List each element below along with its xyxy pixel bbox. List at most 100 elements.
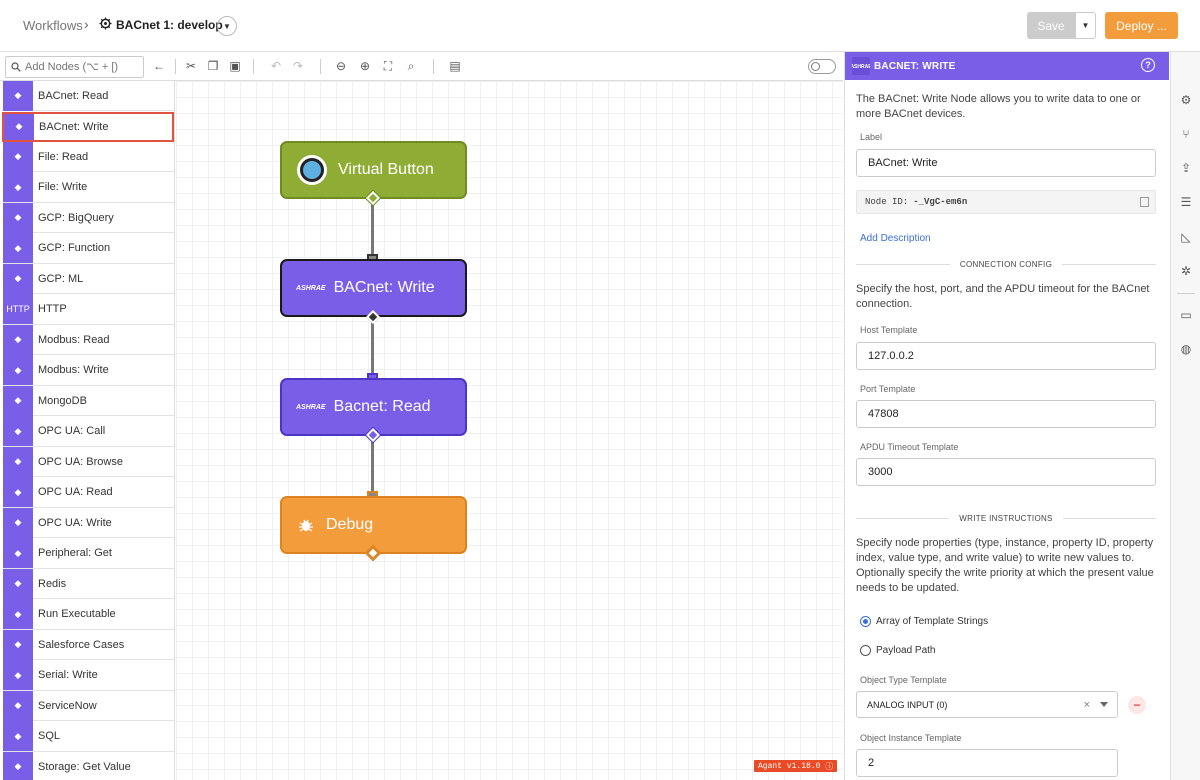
copy-icon[interactable] [1140,197,1149,207]
breadcrumb-workflows[interactable]: Workflows [23,18,83,33]
palette-item[interactable]: ◆Storage: Get Value [3,751,174,780]
palette-item[interactable]: ◆OPC UA: Read [3,477,174,508]
deploy-button[interactable]: Deploy ... [1105,12,1178,39]
debug-node[interactable]: Debug [280,496,467,554]
paste-icon[interactable]: ▣ [229,59,241,73]
debug-bug-icon[interactable]: ✲ [1180,264,1192,278]
apdu-timeout-input[interactable]: 3000 [856,458,1156,486]
settings-gear-icon[interactable]: ⚙ [1180,93,1192,107]
device-icon[interactable]: ▭ [1180,308,1192,322]
toolbar-divider [433,59,434,74]
right-rail: ⚙ ⑂ ⇪ ☰ ◺ ✲ ▭ ◍ [1170,52,1200,780]
palette-item[interactable]: ◆Modbus: Write [3,355,174,386]
zoom-reset-icon[interactable]: ⌕ [407,58,415,73]
palette-item[interactable]: ◆BACnet: Write [2,111,174,142]
node-id-value: -_VgC-em6n [913,197,968,207]
undo-icon[interactable]: ↶ [270,59,282,73]
version-text: Agant v1.18.0 [758,761,821,771]
palette-item-label: GCP: Function [38,242,111,254]
palette-item[interactable]: ◆Serial: Write [3,660,174,691]
version-branch-icon[interactable]: ⑂ [1182,127,1190,141]
http-icon: HTTP [3,294,33,324]
palette-item[interactable]: ◆ File: Write [3,172,174,203]
gcp-icon: ◆ [3,202,33,233]
radio-payload-path[interactable]: Payload Path [860,645,936,656]
palette-item[interactable]: ◆Peripheral: Get [3,538,174,569]
toggle-knob [811,62,820,71]
apdu-label: APDU Timeout Template [860,442,959,452]
zoom-in-icon[interactable]: ⊕ [359,59,371,73]
modbus-icon: ◆ [3,324,33,355]
save-options-dropdown[interactable]: ▼ [1075,12,1096,39]
zoom-out-icon[interactable]: ⊖ [335,59,347,73]
palette-item[interactable]: ◆OPC UA: Write [3,507,174,538]
palette-item[interactable]: ◆OPC UA: Call [3,416,174,447]
object-instance-input[interactable]: 2 [856,749,1118,777]
radio-label: Array of Template Strings [876,616,989,627]
radio-dot[interactable] [860,616,871,627]
add-nodes-search[interactable] [5,56,144,78]
workflow-canvas[interactable] [176,81,843,780]
palette-item[interactable]: ◆Modbus: Read [3,324,174,355]
copy-icon[interactable]: ❐ [207,59,219,73]
virtual-button-node[interactable]: Virtual Button [280,141,467,199]
fit-to-screen-icon[interactable]: ⛶ [383,58,393,73]
globe-icon[interactable]: ◍ [1180,342,1192,356]
host-template-input[interactable]: 127.0.0.2 [856,342,1156,370]
node-description: The BACnet: Write Node allows you to wri… [856,93,1141,120]
comment-icon[interactable]: ▤ [449,59,461,73]
palette-item-label: File: Write [38,181,88,193]
save-button[interactable]: Save [1027,12,1075,39]
live-stream-toggle[interactable] [808,59,836,74]
storage-icon[interactable]: ☰ [1180,195,1192,209]
radio-dot[interactable] [860,645,871,656]
object-type-label: Object Type Template [860,675,947,685]
chevron-down-icon[interactable] [1100,702,1108,707]
node-palette: ◆BACnet: Read◆BACnet: Write◆File: Read◆F… [0,81,175,780]
palette-item[interactable]: ◆GCP: BigQuery [3,202,174,233]
palette-item[interactable]: ◆GCP: ML [3,263,174,294]
palette-item[interactable]: ◆BACnet: Read [3,81,174,111]
port-label: Port Template [860,384,916,394]
virtual-button-icon [297,155,327,185]
bacnet-icon: ASHRAE [296,403,326,411]
palette-item[interactable]: ◆Salesforce Cases [3,629,174,660]
clear-icon[interactable]: × [1083,699,1090,711]
search-input[interactable] [25,61,143,73]
palette-item[interactable]: ◆GCP: Function [3,233,174,264]
palette-item[interactable]: ◆SQL [3,721,174,752]
radio-array-of-template-strings[interactable]: Array of Template Strings [860,616,988,627]
breadcrumb-separator: › [84,16,89,32]
palette-item-label: Peripheral: Get [38,547,112,559]
file-icon: ◆ [3,172,33,202]
opcua-icon: ◆ [3,416,33,446]
remove-row-button[interactable]: − [1128,696,1146,714]
upload-icon[interactable]: ⇪ [1180,161,1192,175]
palette-item[interactable]: ◆File: Read [3,141,174,172]
object-type-select[interactable]: ANALOG INPUT (0) × [856,691,1118,718]
bacnet-read-node[interactable]: ASHRAE Bacnet: Read [280,378,467,436]
palette-item-label: OPC UA: Browse [38,455,123,468]
palette-item[interactable]: ◆Run Executable [3,599,174,630]
workflow-dropdown-icon[interactable]: ▼ [217,16,237,36]
help-icon[interactable]: ? [1141,58,1155,72]
bacnet-icon: ASHRAE [852,57,870,75]
add-description-link[interactable]: Add Description [860,233,931,244]
collapse-palette-icon[interactable]: ← [153,59,165,73]
label-input[interactable]: BACnet: Write [856,149,1156,177]
palette-item[interactable]: ◆ServiceNow [3,690,174,721]
port-template-input[interactable]: 47808 [856,400,1156,428]
palette-item[interactable]: ◆MongoDB [3,385,174,416]
toolbar-divider [320,59,321,74]
node-label: Debug [326,516,374,533]
node-label: BACnet: Write [333,279,435,296]
cut-icon[interactable]: ✂ [185,59,197,73]
redo-icon[interactable]: ↷ [292,59,304,73]
host-label: Host Template [860,325,918,335]
bacnet-write-node[interactable]: ASHRAE BACnet: Write [280,259,467,317]
node-id-field: Node ID:-_VgC-em6n [856,190,1156,214]
palette-item[interactable]: ◆Redis [3,568,174,599]
palette-item[interactable]: ◆OPC UA: Browse [3,446,174,477]
chart-icon[interactable]: ◺ [1181,230,1191,244]
